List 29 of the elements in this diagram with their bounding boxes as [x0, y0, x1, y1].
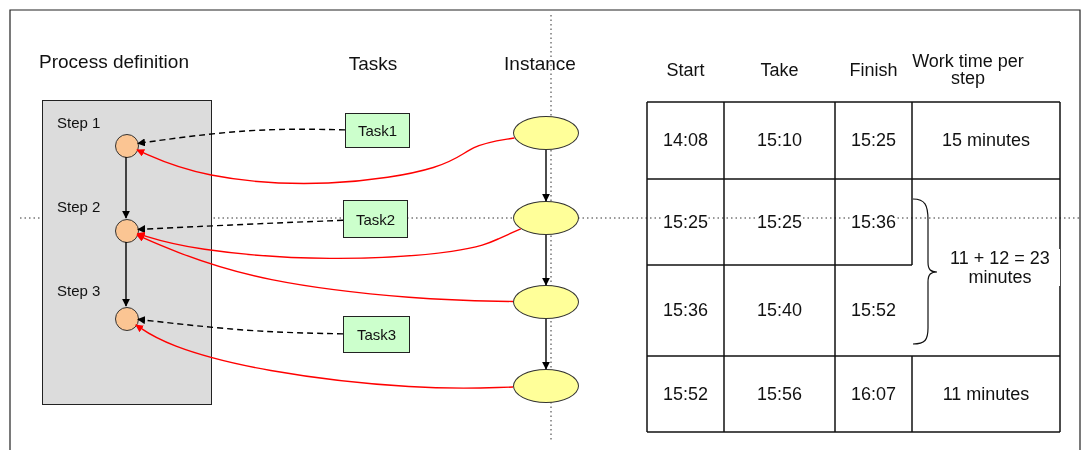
column-heading: Tasks — [348, 54, 398, 74]
step-circle — [115, 134, 139, 158]
column-heading: Instance — [504, 54, 576, 74]
task-box: Task1 — [345, 113, 410, 148]
step-circle — [115, 307, 139, 331]
task-box: Task3 — [343, 316, 410, 353]
column-heading: Work time per step — [911, 52, 1025, 88]
arrow — [135, 324, 514, 389]
column-heading: Finish — [849, 60, 898, 80]
column-heading: Start — [666, 60, 705, 80]
dashed-arrow — [137, 316, 344, 335]
instance-ellipse — [513, 201, 579, 235]
step-label: Step 2 — [57, 198, 101, 215]
arrow — [122, 156, 130, 219]
column-heading: Take — [760, 60, 799, 80]
arrow — [542, 318, 550, 370]
step-label: Step 1 — [57, 114, 101, 131]
arrow — [136, 234, 514, 303]
arrow — [122, 241, 130, 307]
step-circle — [115, 219, 139, 243]
dashed-arrow — [137, 128, 346, 147]
dashed-arrow — [137, 219, 344, 234]
arrow — [136, 228, 522, 260]
task-box: Task2 — [343, 200, 408, 238]
arrow — [542, 149, 550, 202]
arrow — [542, 234, 550, 286]
section-heading: Process definition — [39, 51, 189, 73]
step-label: Step 3 — [57, 282, 101, 299]
arrow — [136, 137, 516, 185]
